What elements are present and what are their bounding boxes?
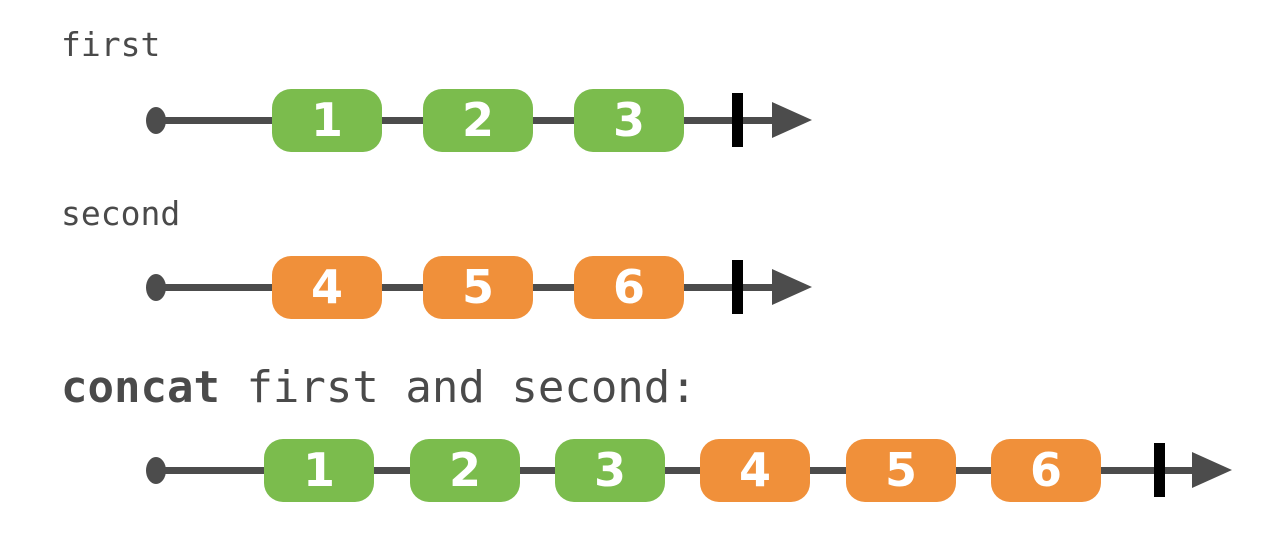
arrowhead-icon — [1192, 452, 1232, 488]
timeline-line — [150, 467, 1195, 474]
marble: 5 — [846, 439, 956, 502]
marble: 1 — [272, 89, 382, 152]
marble: 3 — [574, 89, 684, 152]
marble: 3 — [555, 439, 665, 502]
arrowhead-icon — [772, 269, 812, 305]
arrowhead-icon — [772, 102, 812, 138]
marble: 5 — [423, 256, 533, 319]
operator-name: concat — [61, 362, 220, 413]
marble: 2 — [423, 89, 533, 152]
stream-label-text: second — [61, 194, 181, 233]
marble: 4 — [272, 256, 382, 319]
stream-label: second — [61, 194, 181, 233]
stream-label: concat first and second: — [61, 362, 697, 413]
completion-bar — [732, 260, 743, 314]
stream-label-text: first — [61, 25, 161, 64]
marble: 6 — [574, 256, 684, 319]
stream-label: first — [61, 25, 161, 64]
marble: 1 — [264, 439, 374, 502]
marble: 2 — [410, 439, 520, 502]
stream-label-text: first and second: — [219, 362, 697, 413]
completion-bar — [732, 93, 743, 147]
marble: 6 — [991, 439, 1101, 502]
completion-bar — [1154, 443, 1165, 497]
marble: 4 — [700, 439, 810, 502]
